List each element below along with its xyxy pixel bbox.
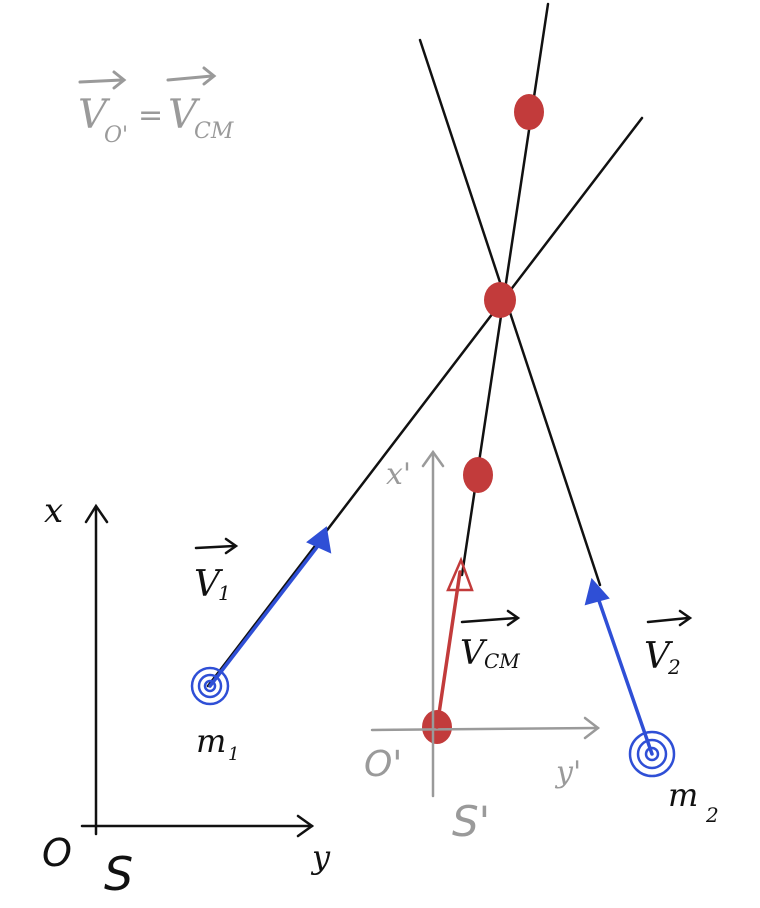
- s-prime-origin-label: O': [364, 744, 402, 785]
- v2-label-sub: 2: [667, 655, 681, 679]
- s-prime-y-axis-arrowhead: [583, 716, 601, 740]
- velocity-v2-arrow: [594, 590, 654, 756]
- equation-lhs-arrowhead: [112, 70, 127, 90]
- s-prime-y-axis: [370, 726, 600, 732]
- s-prime-x-axis-label: x': [386, 457, 411, 492]
- equation-equals: =: [138, 98, 163, 133]
- s-prime-frame-name: S': [452, 797, 490, 846]
- m1-label-sub: 1: [228, 744, 239, 765]
- trajectories: [206, 2, 644, 688]
- vcm-label-arrow: [460, 616, 518, 624]
- equation-rhs-arrowhead: [202, 66, 217, 86]
- equation-lhs-sub: O': [104, 123, 128, 148]
- equation: V O' = V CM: [78, 66, 234, 148]
- velocity-cm-arrow: [435, 570, 462, 729]
- velocity-v1-arrowhead: [306, 526, 332, 554]
- m1-spiral-inner: [203, 679, 217, 693]
- equation-lhs-arrow: [78, 78, 124, 84]
- trajectory-m1-line: [206, 116, 644, 688]
- v2-label-letter: V: [644, 636, 674, 677]
- frame-s: [80, 503, 315, 838]
- v1-label-letter: V: [194, 564, 224, 605]
- s-origin-label: O: [42, 831, 72, 875]
- m1-spiral-outer: [190, 666, 230, 706]
- velocity-cm: [435, 556, 474, 729]
- s-prime-x-axis-arrowhead: [421, 449, 445, 468]
- m2-spiral-outer: [628, 730, 676, 778]
- s-prime-y-axis-label: y': [554, 755, 581, 790]
- equation-rhs-arrow: [166, 74, 214, 82]
- vcm-label-sub: CM: [484, 649, 520, 673]
- s-frame-name: S: [104, 847, 133, 901]
- vcm-label-arrowhead: [506, 609, 521, 627]
- equation-rhs-sub: CM: [194, 119, 234, 144]
- equation-rhs-letter: V: [168, 92, 201, 138]
- equation-lhs-letter: V: [78, 92, 111, 138]
- center-of-mass-positions: [422, 94, 544, 744]
- frame-s-prime: [370, 449, 601, 798]
- m1-spiral-middle: [197, 673, 223, 699]
- v2-label-arrowhead: [678, 609, 693, 627]
- vcm-label-letter: V: [460, 633, 488, 673]
- m2-spiral-middle: [636, 738, 668, 770]
- particle-m1: [190, 526, 332, 706]
- cm-dot-near-axis: [463, 457, 493, 493]
- v2-label-arrow: [646, 616, 690, 624]
- m2-spiral-inner: [644, 746, 660, 762]
- particle-m2: [584, 577, 676, 778]
- cm-dot-intersection: [484, 282, 516, 318]
- s-y-axis-arrowhead: [296, 814, 315, 838]
- s-x-axis-label: x: [44, 491, 63, 531]
- s-y-axis-label: y: [310, 838, 331, 876]
- velocity-v1-arrow: [208, 536, 326, 688]
- m1-label: m: [196, 722, 226, 760]
- velocity-v2-arrowhead: [584, 577, 610, 606]
- v1-label-sub: 1: [218, 581, 231, 605]
- m2-label-sub: 2: [705, 803, 719, 827]
- s-x-axis-arrowhead: [84, 503, 109, 524]
- v1-label-arrowhead: [224, 537, 239, 555]
- m2-label: m: [668, 776, 698, 814]
- cm-dot-top: [514, 94, 544, 130]
- v1-label-arrow: [194, 544, 236, 550]
- velocity-cm-arrowhead: [446, 556, 474, 592]
